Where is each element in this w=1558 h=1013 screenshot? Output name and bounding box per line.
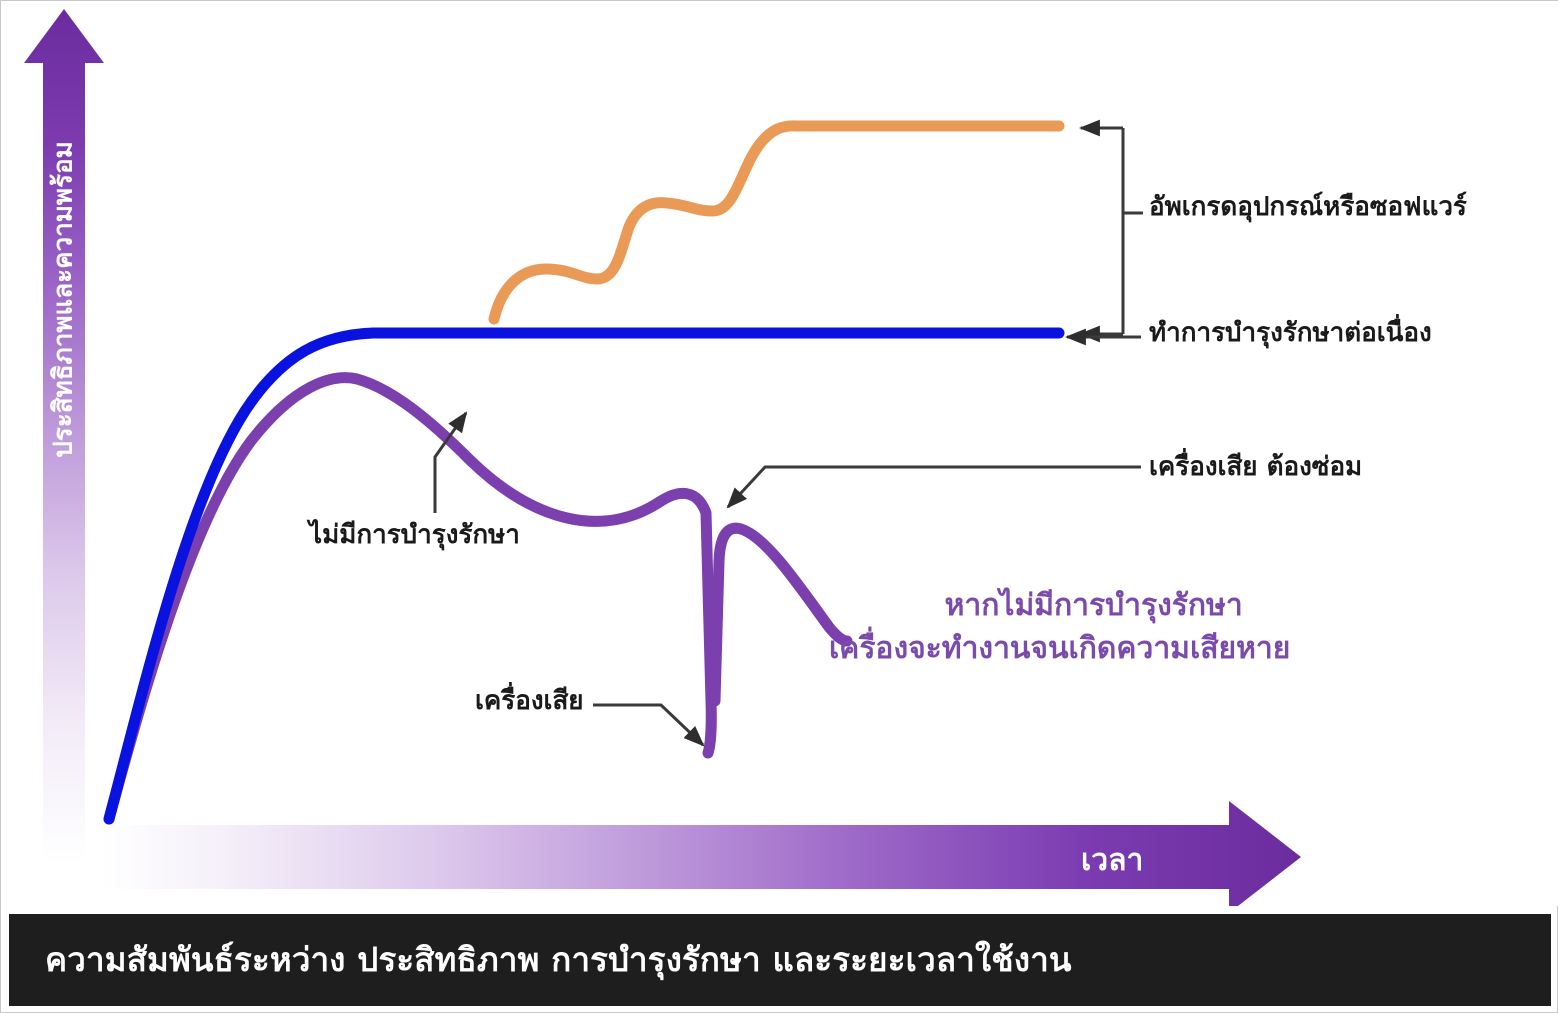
annotation-continuous-maintenance: ทำการบำรุงรักษาต่อเนื่อง	[1149, 318, 1432, 348]
curve-upgrade	[488, 120, 1065, 325]
annotation-no-maintenance: ไม่มีการบำรุงรักษา	[309, 520, 520, 550]
annotation-broken: เครื่องเสีย	[475, 686, 584, 716]
callout-bracket-upgrade	[1078, 119, 1143, 343]
caption-text: ความสัมพันธ์ระหว่าง ประสิทธิภาพ การบำรุง…	[45, 939, 1072, 979]
curve-no-maintenance	[103, 372, 853, 825]
annotation-needs-repair: เครื่องเสีย ต้องซ่อม	[1149, 452, 1363, 482]
x-axis-arrow	[101, 801, 1301, 906]
curve-continuous-maintenance	[103, 327, 1065, 825]
caption-bar: ความสัมพันธ์ระหว่าง ประสิทธิภาพ การบำรุง…	[9, 914, 1551, 1006]
callout-arrow-needs-repair	[726, 465, 1141, 509]
callout-arrow-no-maintenance	[433, 411, 468, 513]
chart-svg	[24, 9, 1301, 906]
warning-line-1: หากไม่มีการบำรุงรักษา	[944, 588, 1243, 623]
annotation-upgrade: อัพเกรดอุปกรณ์หรือซอฟแวร์	[1149, 192, 1467, 222]
warning-line-2: เครื่องจะทำงานจนเกิดความเสียหาย	[829, 630, 1291, 666]
y-axis-arrow	[24, 9, 104, 863]
warning-message: หากไม่มีการบำรุงรักษา เครื่องจะทำงานจนเก…	[829, 585, 1324, 670]
chart-stage: ประสิทธิภาพและความพร้อม เวลา อัพเกรดอุปก…	[1, 1, 1558, 906]
callout-arrow-broken	[593, 703, 705, 747]
